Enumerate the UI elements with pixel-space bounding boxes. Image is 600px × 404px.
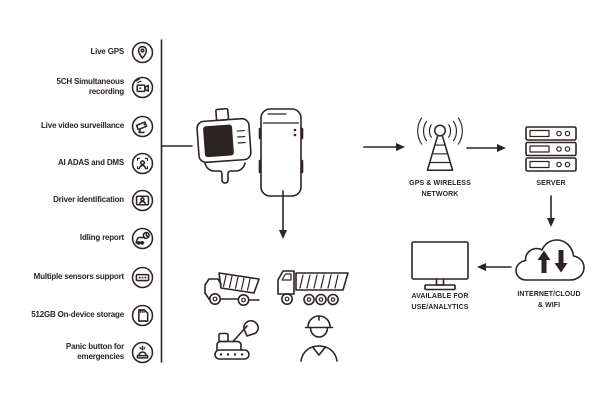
server-label: SERVER <box>536 180 566 187</box>
feature-row-adas-dms: AI ADAS and DMS <box>0 151 154 175</box>
feature-label: Live GPS <box>90 47 124 57</box>
internet-cloud-label: INTERNET/CLOUD & WIFI <box>517 291 581 309</box>
feature-label: 5CH Simultaneous recording <box>56 77 125 96</box>
server-rack-icon <box>525 126 577 172</box>
feature-row-storage: 512GB On-device storage <box>0 303 154 327</box>
id-card-icon <box>131 189 154 211</box>
feature-row-driver-id: Driver identification <box>0 188 154 212</box>
multi-channel-camera-icon <box>131 76 154 98</box>
feature-label: Multiple sensors support <box>33 272 125 282</box>
feature-row-idling-report: Idling report <box>0 226 154 250</box>
excavator-icon <box>214 320 259 360</box>
gps-network-label: GPS & WIRELESS NETWORK <box>409 180 471 198</box>
feature-label: AI ADAS and DMS <box>57 158 124 168</box>
face-scan-icon <box>131 152 154 174</box>
gps-pin-icon <box>131 41 154 63</box>
dashcam-device <box>196 107 252 184</box>
feature-row-sensors: Multiple sensors support <box>0 265 154 289</box>
feature-row-panic-button: Panic button for emergencies <box>0 334 154 370</box>
analytics-label: AVAILABLE FOR USE/ANALYTICS <box>411 293 469 311</box>
portable-recorder-device <box>258 108 304 197</box>
idling-clock-icon <box>131 227 154 249</box>
cloud-sync-icon <box>515 239 585 281</box>
dump-truck-icon <box>204 272 260 306</box>
feature-label: Idling report <box>79 233 124 243</box>
feature-row-video-surveillance: Live video surveillance <box>0 114 154 138</box>
feature-label: Live video surveillance <box>41 121 124 131</box>
feature-row-live-gps: Live GPS <box>0 40 154 64</box>
feature-label: Driver identification <box>53 195 124 205</box>
radio-tower-icon <box>417 117 463 171</box>
cctv-camera-icon <box>131 115 154 137</box>
panic-button-icon <box>131 341 154 363</box>
construction-worker-icon <box>300 315 338 362</box>
feature-row-5ch-recording: 5CH Simultaneous recording <box>0 70 154 104</box>
sensor-module-icon <box>131 266 154 288</box>
desktop-monitor-icon <box>411 241 469 291</box>
feature-label: Panic button for emergencies <box>65 342 124 361</box>
haul-truck-icon <box>277 270 349 306</box>
feature-label: 512GB On-device storage <box>31 310 124 320</box>
sd-card-icon <box>131 304 154 326</box>
